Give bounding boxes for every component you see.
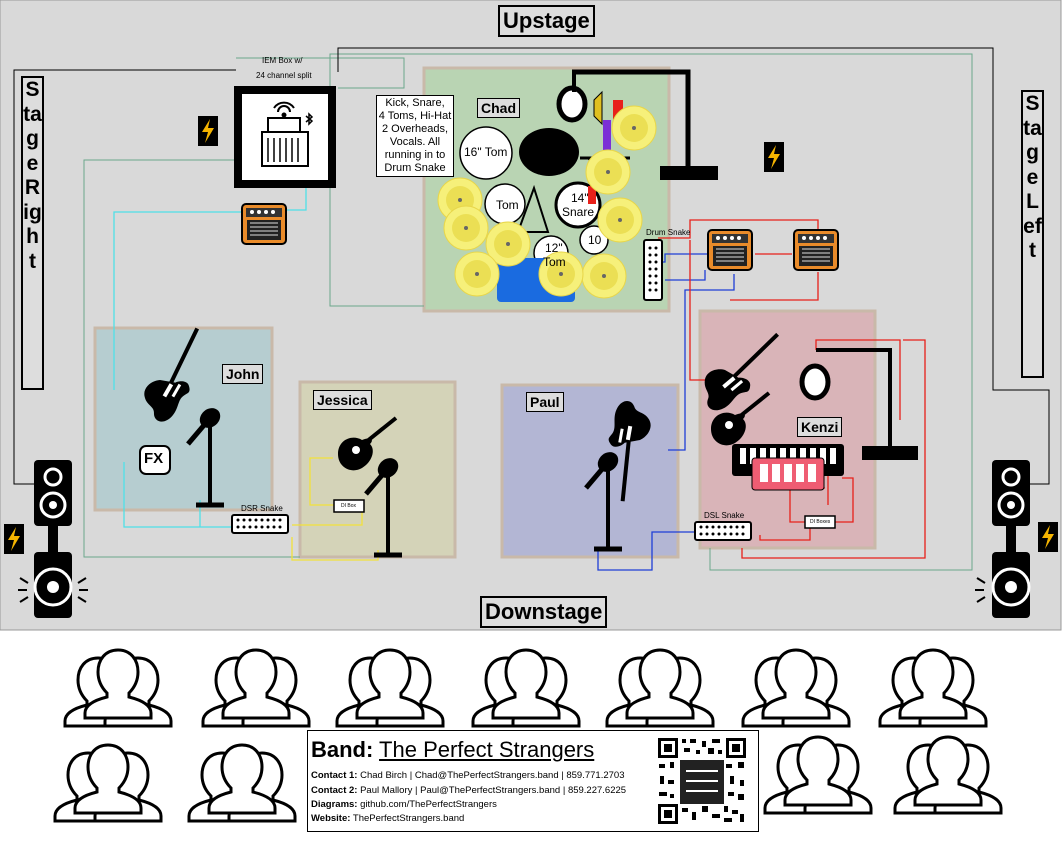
- speaker-cables: [13, 47, 1050, 485]
- drum-throne: [516, 184, 550, 233]
- red-cables: [658, 219, 926, 559]
- amp-icon: [707, 229, 753, 271]
- tom-label: 10: [588, 233, 602, 247]
- dsl-snake-box: [694, 521, 752, 541]
- cymbal-icon: [611, 105, 657, 151]
- audience-icon: [743, 650, 849, 726]
- drum-snake-label: Drum Snake: [646, 228, 691, 237]
- tom-label: 12": [545, 241, 563, 255]
- snare-label: Snare: [562, 205, 595, 219]
- drum-pad: [603, 120, 611, 152]
- audience-icon: [203, 650, 309, 726]
- power-icon: [198, 116, 218, 146]
- contact-1: Contact 1: Chad Birch | Chad@ThePerfectS…: [311, 770, 625, 781]
- bluetooth-icon: [305, 112, 314, 126]
- contact-2: Contact 2: Paul Mallory | Paul@ThePerfec…: [311, 785, 627, 796]
- wifi-icon: [273, 101, 295, 118]
- diagrams-link[interactable]: Diagrams: github.com/ThePerfectStrangers: [311, 799, 497, 810]
- blue-cables: [597, 253, 735, 571]
- di-boxes-label: DI Boxes: [810, 519, 831, 525]
- drum-kit: [437, 100, 657, 302]
- amp-icon: [241, 203, 287, 245]
- tom-label: 16" Tom: [464, 145, 508, 159]
- power-icon: [1038, 522, 1058, 552]
- stage-right-label: Stage Right: [21, 76, 44, 390]
- speaker-sound-icon: [18, 577, 986, 603]
- audience-icon: [337, 650, 443, 726]
- member-chad: Chad: [477, 98, 520, 118]
- kenzi-mic-boom: [799, 348, 918, 460]
- fx-pedal-icon: [139, 445, 171, 475]
- drum-mic-boom: [556, 69, 718, 180]
- website-link[interactable]: Website: ThePerfectStrangers.band: [311, 813, 465, 824]
- audience-icon: [895, 737, 1001, 813]
- audience-icon: [765, 737, 871, 813]
- di-box: [333, 499, 365, 513]
- member-jessica: Jessica: [313, 390, 372, 410]
- snare-label: 14": [571, 191, 589, 205]
- drum-snake-box: [643, 239, 663, 301]
- di-boxes: [804, 515, 836, 529]
- dsl-snake-label: DSL Snake: [704, 511, 745, 520]
- mixer-icon: [261, 117, 309, 167]
- tom-label: Tom: [543, 255, 566, 269]
- paul-zone: [500, 383, 680, 559]
- audience-icon: [55, 745, 161, 821]
- floor-tom: [459, 126, 513, 180]
- fx-label: FX: [144, 450, 164, 467]
- qr-code-icon: [656, 736, 748, 826]
- stage-left-label: Stage Left: [1021, 90, 1044, 378]
- cymbal-icon: [443, 205, 489, 251]
- green-cables: [83, 53, 973, 571]
- audience-icon: [473, 650, 579, 726]
- member-kenzi: Kenzi: [797, 417, 843, 437]
- cymbal-icon: [597, 197, 643, 243]
- rack-tom: [579, 225, 609, 255]
- drum-pad: [613, 100, 623, 124]
- kick-drum: [519, 128, 579, 176]
- di-box-label: DI Box: [341, 503, 357, 509]
- keyboard-icon: [732, 444, 844, 491]
- upstage-label: Upstage: [498, 5, 595, 37]
- cymbal-icon: [454, 251, 500, 297]
- mic-icon: [556, 85, 588, 123]
- cymbal-icon: [585, 149, 631, 195]
- member-john: John: [222, 364, 264, 384]
- mic-icon: [799, 363, 831, 401]
- band-title: Band: The Perfect Strangers: [311, 737, 595, 762]
- band-info-card: Band: The Perfect Strangers Contact 1: C…: [307, 730, 759, 832]
- dsr-snake-box: [231, 514, 289, 534]
- power-icon: [764, 142, 784, 172]
- iem-label-line2: 24 channel split: [256, 71, 312, 80]
- audience-icon: [880, 650, 986, 726]
- iem-box: [234, 86, 336, 188]
- audience-icon: [65, 650, 171, 726]
- power-icon: [4, 524, 24, 554]
- audience-icon: [607, 650, 713, 726]
- cyan-cables: [113, 188, 307, 528]
- iem-label-line1: IEM Box w/: [262, 56, 303, 65]
- cymbal-icon: [581, 253, 627, 299]
- amp-icon: [793, 229, 839, 271]
- cowbell-icon: [593, 90, 603, 126]
- member-paul: Paul: [526, 392, 564, 412]
- dsr-snake-label: DSR Snake: [241, 504, 283, 513]
- tom-label: Tom: [496, 198, 519, 212]
- audience-icon: [189, 745, 295, 821]
- downstage-label: Downstage: [480, 596, 608, 628]
